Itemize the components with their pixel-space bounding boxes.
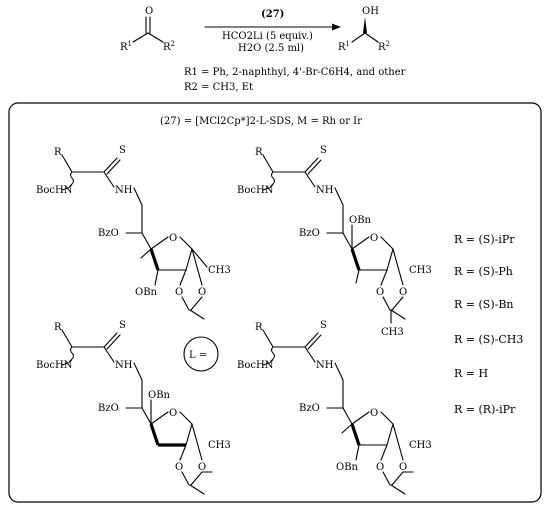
reactant-ketone: O R1 R2 [120, 6, 175, 53]
product-r2: R2 [378, 40, 390, 53]
s4-obn: OBn [336, 462, 359, 473]
r-option-1: R = (S)-iPr [454, 233, 515, 246]
s4-bochn: BocHN [237, 360, 274, 371]
s2-nh: NH [316, 185, 334, 196]
s1-o-right: O [198, 287, 206, 298]
r-options: R = (S)-iPr R = (S)-Ph R = (S)-Bn R = (S… [454, 233, 523, 416]
s2-ring-o: O [370, 233, 378, 244]
s4-bzo: BzO [299, 403, 320, 414]
ligand-label: L = [189, 350, 207, 361]
s1-o-left: O [175, 287, 183, 298]
s1-ring-o: O [169, 233, 177, 244]
s3-obn: OBn [148, 390, 171, 401]
structure-bottom-left: R S BocHN NH BzO OBn O O O CH3 [36, 320, 231, 495]
s4-r: R [255, 322, 263, 333]
s1-r: R [54, 147, 62, 158]
product-alcohol: OH R1 R2 [338, 6, 390, 53]
s1-obn: OBn [135, 287, 158, 298]
s2-r: R [255, 147, 263, 158]
s1-bzo: BzO [98, 228, 119, 239]
s2-ch3-b: CH3 [381, 327, 404, 338]
r-option-3: R = (S)-Bn [454, 298, 514, 311]
s3-o-right: O [198, 462, 206, 473]
s2-s: S [320, 145, 327, 156]
reagent-line-1: HCO2Li (5 equiv.) [222, 31, 313, 42]
s4-ring-o: O [370, 408, 378, 419]
s3-ch3: CH3 [208, 440, 231, 451]
s3-bochn: BocHN [36, 360, 73, 371]
s4-o-right: O [399, 462, 407, 473]
s3-bzo: BzO [98, 403, 119, 414]
structure-top-left: R S BocHN NH BzO O OBn O O CH3 [36, 145, 231, 320]
structure-top-right: R S BocHN NH BzO OBn O O O CH3 CH3 [237, 145, 432, 338]
structure-bottom-right: R S BocHN NH BzO O OBn O O CH3 [237, 320, 432, 495]
product-oh: OH [362, 6, 379, 17]
s3-o-left: O [175, 462, 183, 473]
s1-ch3: CH3 [208, 265, 231, 276]
s4-ch3: CH3 [409, 440, 432, 451]
reaction-arrow [204, 23, 341, 31]
ligand-circle [183, 336, 219, 372]
s2-o-left: O [376, 287, 384, 298]
s2-obn: OBn [349, 215, 372, 226]
s3-nh: NH [115, 360, 133, 371]
s3-s: S [119, 320, 126, 331]
s1-s: S [119, 145, 126, 156]
s4-nh: NH [316, 360, 334, 371]
product-r1: R1 [338, 40, 350, 53]
reagent-number: (27) [261, 9, 284, 20]
s3-r: R [54, 322, 62, 333]
box-header: (27) = [MCl2Cp*]2-L-SDS, M = Rh or Ir [160, 116, 362, 127]
s4-o-left: O [376, 462, 384, 473]
ketone-oxygen: O [145, 6, 153, 17]
r-option-6: R = (R)-iPr [454, 403, 516, 416]
r-option-2: R = (S)-Ph [454, 265, 513, 278]
s2-ch3: CH3 [409, 265, 432, 276]
s2-bochn: BocHN [237, 185, 274, 196]
s2-o-right: O [399, 287, 407, 298]
s4-s: S [320, 320, 327, 331]
r-option-5: R = H [454, 367, 488, 380]
ketone-r2: R2 [163, 40, 175, 53]
s3-ring-o: O [169, 408, 177, 419]
catalyst-box [8, 102, 542, 503]
s1-bochn: BocHN [36, 185, 73, 196]
r1-definition: R1 = Ph, 2-naphthyl, 4'-Br-C6H4, and oth… [184, 67, 406, 78]
s1-nh: NH [115, 185, 133, 196]
s2-bzo: BzO [299, 228, 320, 239]
r2-definition: R2 = CH3, Et [184, 82, 253, 93]
ketone-r1: R1 [120, 40, 132, 53]
r-option-4: R = (S)-CH3 [454, 333, 523, 346]
reagent-line-2: H2O (2.5 ml) [238, 43, 304, 54]
